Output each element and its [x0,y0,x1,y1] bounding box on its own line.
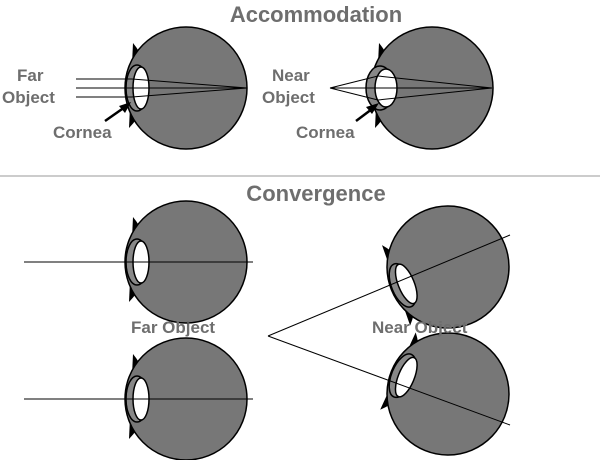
cornea-label-left: Cornea [53,123,112,142]
near-object-convergence-label: Near Object [372,318,468,337]
convergence-title: Convergence [246,181,386,206]
convergence-rays [24,234,511,426]
near-object-label-line2: Object [262,88,315,107]
cornea-arrow-right [355,103,379,122]
far-object-label-line2: Object [2,88,55,107]
near-object-label-line1: Near [272,66,310,85]
near-object-rays [329,75,493,101]
far-object-convergence-label: Far Object [131,318,216,337]
cornea-arrow-left [104,102,131,123]
cornea-label-right: Cornea [296,123,355,142]
accommodation-title: Accommodation [229,2,403,27]
far-object-rays [76,78,248,98]
far-object-label-line1: Far [17,66,44,85]
